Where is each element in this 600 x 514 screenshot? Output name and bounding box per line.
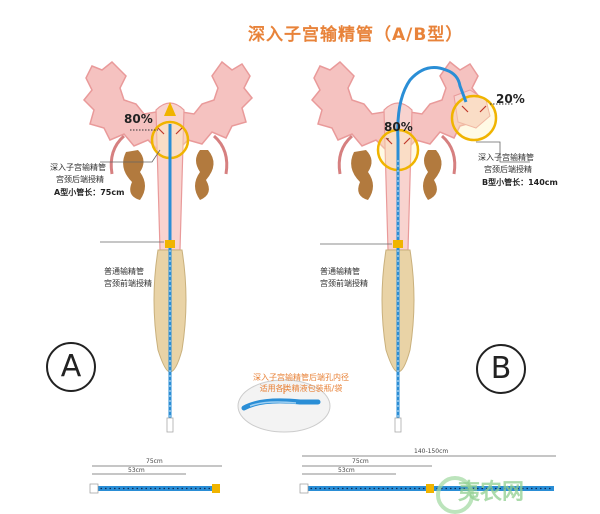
catheter-a-end xyxy=(166,417,174,433)
connector-note-line2: 适用各类精液包装瓶/袋 xyxy=(259,384,343,393)
catheter-a-bar-cap xyxy=(89,483,99,494)
label-b-lower2: 宫颈前端授精 xyxy=(320,279,368,288)
tip-marker-a xyxy=(164,102,176,116)
ovary-right-a xyxy=(195,150,214,200)
leader-upper-b xyxy=(476,141,530,163)
catheter-b-bar-cap xyxy=(299,483,309,494)
fallopian-left-a xyxy=(109,134,126,175)
measure-a xyxy=(89,465,222,494)
measure-b-inner: 53cm xyxy=(338,467,355,474)
connector-note-line1: 深入子宫输精管后端孔内径 xyxy=(253,373,349,382)
catheter-b-end xyxy=(394,417,402,433)
catheter-b-bar-collar xyxy=(426,484,434,493)
fallopian-right-b xyxy=(440,134,457,175)
catheter-b-outer xyxy=(396,66,468,418)
percent-b-mid: 80% xyxy=(384,120,413,134)
label-b-line3: B型小管长：140cm xyxy=(482,178,558,187)
measure-b-mid: 75cm xyxy=(352,458,369,465)
catheter-b xyxy=(393,66,468,433)
watermark-text: 夷农网 xyxy=(458,480,525,505)
ovary-right-b xyxy=(423,150,442,200)
uterine-horn-left-a xyxy=(82,60,169,151)
catheter-a-bar-tip xyxy=(212,484,220,493)
measure-a-total: 75cm xyxy=(146,458,163,465)
letter-b: B xyxy=(476,344,526,394)
ovary-left-b xyxy=(351,150,373,200)
catheter-a-collar xyxy=(165,240,175,248)
connector-highlight xyxy=(249,401,297,407)
arrows-b-top xyxy=(461,105,487,113)
label-a-lower1: 普通输精管 xyxy=(104,267,144,276)
measure-a-inner: 53cm xyxy=(128,467,145,474)
connector-ellipse xyxy=(237,379,331,433)
label-a-line3: A型小管长：75cm xyxy=(54,188,125,197)
uterine-horn-right-a xyxy=(169,60,254,151)
connector-note: 深入子宫输精管后端孔内径 适用各类精液包装瓶/袋 xyxy=(226,372,376,394)
catheter-a xyxy=(165,124,175,433)
ovary-left-a xyxy=(123,150,145,200)
label-b-lower1: 普通输精管 xyxy=(320,267,360,276)
uterus-a xyxy=(82,60,254,373)
label-a-line1: 深入子宫输精管 xyxy=(50,163,106,172)
catheter-a-bar xyxy=(94,486,214,491)
label-a-line2: 宫颈后端授精 xyxy=(56,175,104,184)
percent-a: 80% xyxy=(124,112,153,126)
label-b-line1: 深入子宫输精管 xyxy=(478,153,534,162)
letter-a: A xyxy=(46,342,96,392)
measure-b xyxy=(299,455,556,494)
measure-b-total: 140-150cm xyxy=(414,448,449,455)
uterus-b xyxy=(310,60,514,373)
catheter-b-collar xyxy=(393,240,403,248)
uterine-horn-left-b xyxy=(310,60,397,151)
label-b-line2: 宫颈后端授精 xyxy=(484,165,532,174)
leader-upper-a xyxy=(100,149,161,163)
diagram-canvas: 深入子宫输精管（A/B型） 80% 深入子宫输精管 宫颈后端授精 A型小管长：7… xyxy=(46,25,558,514)
zone-ring-top-b xyxy=(450,94,498,142)
fallopian-right-a xyxy=(212,134,229,175)
page-title: 深入子宫输精管（A/B型） xyxy=(248,25,464,45)
illustration xyxy=(82,60,556,494)
percent-b-top: 20% xyxy=(496,92,525,106)
connector-detail xyxy=(237,379,331,433)
connector-tube xyxy=(241,398,321,411)
fallopian-left-b xyxy=(337,134,354,175)
label-a-lower2: 宫颈前端授精 xyxy=(104,279,152,288)
